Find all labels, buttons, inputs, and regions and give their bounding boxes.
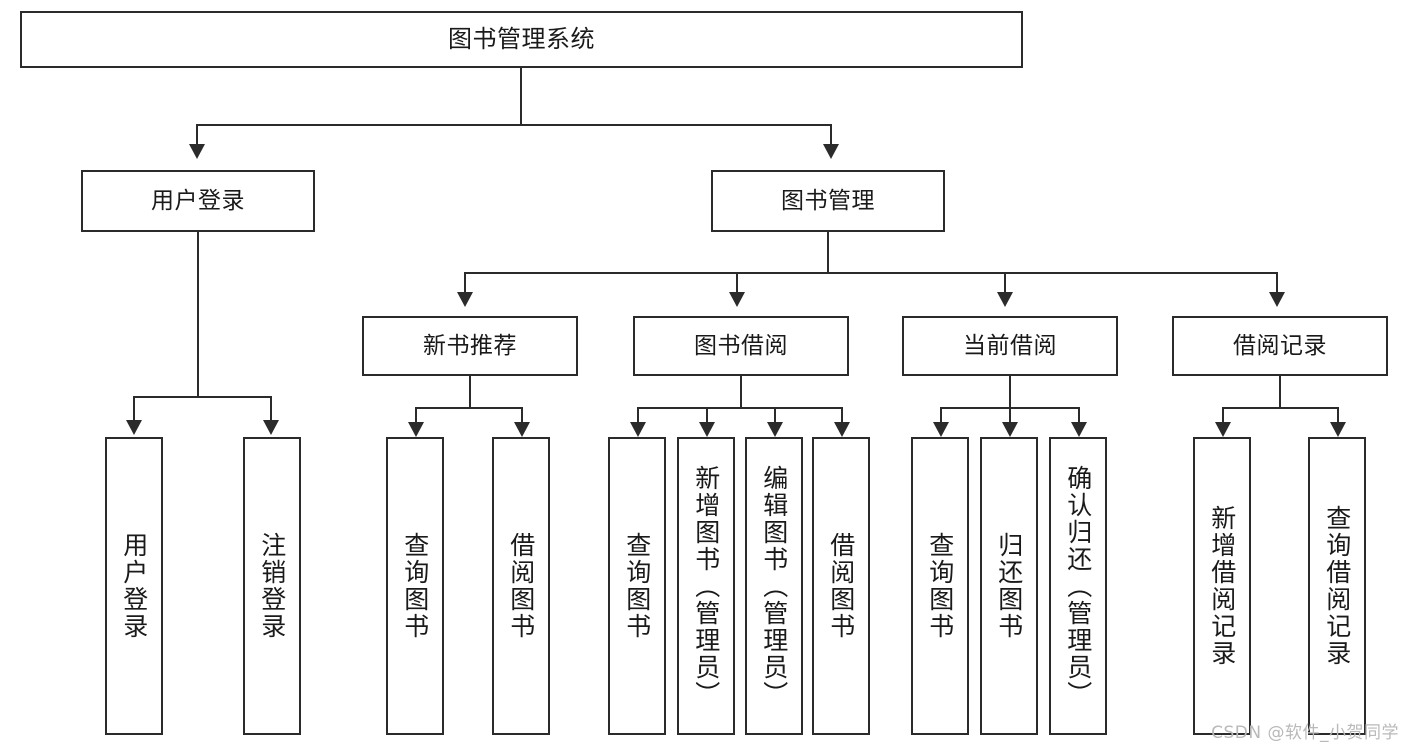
arrowhead-leaf-query-book-3 (933, 422, 949, 437)
arrowhead-current-borrow (997, 292, 1013, 307)
leaf-node-borrow-book-2[interactable]: 借阅图书 (812, 437, 870, 735)
leaf-node-add-book[interactable]: 新增图书（管理员） (677, 437, 735, 735)
node-label: 图书管理系统 (448, 24, 595, 53)
connector-borrow-record-bar (1222, 407, 1338, 409)
leaf-node-query-book-3[interactable]: 查询图书 (911, 437, 969, 735)
arrowhead-book-manage (823, 144, 839, 159)
connector-to-new-book (464, 272, 466, 294)
arrowhead-leaf-add-book (699, 422, 715, 437)
leaf-node-query-book-2[interactable]: 查询图书 (608, 437, 666, 735)
node-book-management[interactable]: 图书管理 (711, 170, 945, 232)
node-label: 用户登录 (151, 187, 245, 214)
connector-borrow-record-d2 (1337, 407, 1339, 425)
arrowhead-leaf-return-book (1002, 422, 1018, 437)
connector-book-borrow-d2 (706, 407, 708, 425)
connector-user-login-left-drop (133, 396, 135, 422)
connector-book-borrow-d3 (774, 407, 776, 425)
leaf-label: 查询借阅记录 (1322, 505, 1352, 667)
arrowhead-new-book-rec (457, 292, 473, 307)
leaf-node-return-book[interactable]: 归还图书 (980, 437, 1038, 735)
arrowhead-leaf-borrow-book-1 (514, 422, 530, 437)
leaf-node-edit-book[interactable]: 编辑图书（管理员） (745, 437, 803, 735)
arrowhead-leaf-confirm-return (1071, 422, 1087, 437)
node-label: 当前借阅 (963, 332, 1057, 359)
connector-book-borrow-stem (740, 376, 742, 408)
connector-user-login-stem (197, 232, 199, 397)
arrowhead-leaf-add-record (1215, 422, 1231, 437)
node-book-borrow[interactable]: 图书借阅 (633, 316, 849, 376)
csdn-watermark: CSDN @软件_小贺同学 (1211, 723, 1399, 743)
leaf-node-logout[interactable]: 注销登录 (243, 437, 301, 735)
node-label: 新书推荐 (423, 332, 517, 359)
arrowhead-leaf-query-book-1 (408, 422, 424, 437)
node-label: 图书管理 (781, 187, 875, 214)
connector-new-book-bar (415, 407, 523, 409)
node-label: 图书借阅 (694, 332, 788, 359)
connector-user-login-bar (133, 396, 271, 398)
connector-to-book-borrow (736, 272, 738, 294)
connector-to-current-borrow (1004, 272, 1006, 294)
connector-user-login-right-drop (270, 396, 272, 422)
node-label: 借阅记录 (1233, 332, 1327, 359)
arrowhead-user-login (189, 144, 205, 159)
arrowhead-leaf-user-login (126, 420, 142, 435)
connector-to-borrow-record (1276, 272, 1278, 294)
leaf-label: 借阅图书 (826, 532, 856, 640)
connector-root-to-user-login (196, 124, 198, 146)
connector-book-borrow-bar (637, 407, 842, 409)
leaf-node-add-record[interactable]: 新增借阅记录 (1193, 437, 1251, 735)
connector-new-book-d1 (415, 407, 417, 425)
connector-borrow-record-stem (1279, 376, 1281, 408)
connector-current-borrow-d3 (1078, 407, 1080, 425)
connector-new-book-d2 (521, 407, 523, 425)
leaf-label: 新增借阅记录 (1207, 505, 1237, 667)
leaf-label: 编辑图书（管理员） (759, 464, 789, 708)
node-borrow-record[interactable]: 借阅记录 (1172, 316, 1388, 376)
leaf-node-confirm-return[interactable]: 确认归还（管理员） (1049, 437, 1107, 735)
leaf-label: 查询图书 (925, 532, 955, 640)
connector-root-bar (196, 124, 832, 126)
leaf-label: 查询图书 (400, 532, 430, 640)
leaf-node-borrow-book-1[interactable]: 借阅图书 (492, 437, 550, 735)
arrowhead-borrow-record (1269, 292, 1285, 307)
arrowhead-leaf-query-book-2 (630, 422, 646, 437)
connector-book-borrow-d1 (637, 407, 639, 425)
leaf-label: 借阅图书 (506, 532, 536, 640)
leaf-label: 用户登录 (119, 532, 149, 640)
node-new-book-recommend[interactable]: 新书推荐 (362, 316, 578, 376)
connector-book-borrow-d4 (841, 407, 843, 425)
connector-root-to-book-manage (830, 124, 832, 146)
leaf-node-query-book-1[interactable]: 查询图书 (386, 437, 444, 735)
arrowhead-leaf-borrow-book-2 (834, 422, 850, 437)
connector-root-stem (520, 68, 522, 125)
leaf-label: 新增图书（管理员） (691, 464, 721, 708)
connector-borrow-record-d1 (1222, 407, 1224, 425)
connector-book-manage-stem (827, 232, 829, 273)
node-user-login[interactable]: 用户登录 (81, 170, 315, 232)
leaf-label: 归还图书 (994, 532, 1024, 640)
arrowhead-book-borrow (729, 292, 745, 307)
leaf-node-query-record[interactable]: 查询借阅记录 (1308, 437, 1366, 735)
arrowhead-leaf-edit-book (767, 422, 783, 437)
connector-current-borrow-stem (1009, 376, 1011, 408)
leaf-node-user-login[interactable]: 用户登录 (105, 437, 163, 735)
leaf-label: 注销登录 (257, 532, 287, 640)
node-current-borrow[interactable]: 当前借阅 (902, 316, 1118, 376)
arrowhead-leaf-query-record (1330, 422, 1346, 437)
leaf-label: 确认归还（管理员） (1063, 464, 1093, 708)
connector-current-borrow-d1 (940, 407, 942, 425)
connector-book-manage-bar (464, 272, 1278, 274)
node-book-management-system[interactable]: 图书管理系统 (20, 11, 1023, 68)
leaf-label: 查询图书 (622, 532, 652, 640)
arrowhead-leaf-logout (263, 420, 279, 435)
connector-new-book-stem (469, 376, 471, 408)
connector-current-borrow-d2 (1009, 407, 1011, 425)
